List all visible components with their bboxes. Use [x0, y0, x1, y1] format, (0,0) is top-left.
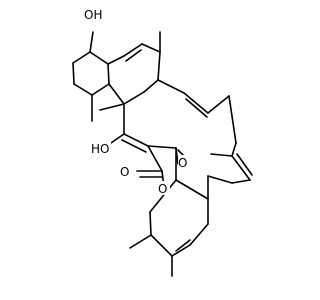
lactone-ring-oxygen-label: O — [158, 182, 167, 196]
bond — [91, 83, 110, 96]
bond — [149, 211, 152, 236]
bond — [150, 234, 173, 257]
cyclohexene-ring — [129, 179, 209, 277]
bond — [228, 95, 237, 144]
bond — [147, 145, 163, 172]
bond — [189, 223, 209, 246]
bond — [185, 98, 208, 118]
tetronate-ring — [107, 103, 209, 200]
bond — [72, 62, 75, 85]
macrocycle-chain — [157, 79, 253, 200]
bond — [123, 43, 143, 57]
atom-labels: OH HO O O O — [84, 7, 190, 196]
bond — [123, 133, 149, 147]
bond — [207, 175, 233, 184]
bond — [143, 79, 159, 93]
bond — [121, 139, 147, 153]
bond — [107, 63, 110, 85]
bond — [108, 83, 125, 105]
bond — [183, 92, 209, 114]
ketone-oxygen-label: O — [178, 156, 187, 170]
bond — [231, 142, 237, 157]
bond — [125, 49, 142, 62]
bond — [89, 31, 94, 53]
bond — [157, 79, 185, 94]
bond — [73, 83, 93, 96]
bond — [123, 91, 145, 105]
bond — [210, 153, 233, 157]
bond — [171, 244, 191, 257]
bond — [175, 179, 209, 200]
lactone-carbonyl-oxygen-label: O — [120, 165, 129, 179]
bond — [72, 51, 91, 64]
bond — [149, 179, 177, 213]
bond — [175, 239, 191, 252]
bond — [231, 179, 251, 184]
bond — [99, 103, 125, 111]
bond — [157, 51, 161, 81]
bond — [177, 149, 184, 156]
bond — [141, 43, 161, 53]
chemical-structure-drawing: OH HO O O O — [72, 7, 253, 277]
enol-hydroxyl-label: HO — [91, 142, 109, 156]
bond — [147, 145, 177, 149]
bond — [231, 155, 251, 181]
bond — [107, 55, 125, 65]
bond — [236, 153, 253, 176]
bond — [207, 95, 230, 114]
decalin-ring-system — [72, 31, 161, 122]
hydroxyl-label: OH — [84, 8, 102, 22]
bond — [89, 51, 109, 65]
bond — [129, 234, 152, 249]
